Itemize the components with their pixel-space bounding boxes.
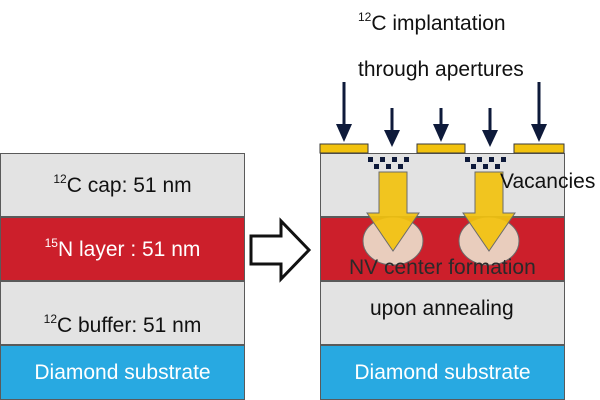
- vacancy-dot: [404, 157, 409, 162]
- implant-mask: [319, 143, 565, 154]
- left-substrate-layer: Diamond substrate: [0, 345, 245, 400]
- vacancy-dot: [465, 157, 470, 162]
- implantation-title-line1: 12C implantation: [358, 10, 506, 35]
- vacancy-dot: [489, 157, 494, 162]
- vacancy-dots: [368, 157, 506, 169]
- vacancy-dot: [380, 157, 385, 162]
- left-cap-label: 12C cap: 51 nm: [53, 172, 192, 197]
- left-n-layer-label: 15N layer : 51 nm: [44, 236, 201, 261]
- mask-segment: [319, 143, 369, 154]
- vacancies-label: Vacancies: [500, 170, 596, 193]
- vacancy-dot: [501, 157, 506, 162]
- left-buffer-label: 12C buffer: 51 nm: [43, 312, 202, 337]
- nv-center-formation-label: NV center formation: [349, 256, 536, 279]
- vacancy-dot: [386, 164, 391, 169]
- vacancy-dot: [495, 164, 500, 169]
- vacancy-dot: [477, 157, 482, 162]
- vacancy-dot: [471, 164, 476, 169]
- diffusion-arrow: [366, 171, 420, 252]
- ion-arrow-head: [531, 124, 547, 142]
- ion-arrow-head: [482, 130, 498, 147]
- right-substrate-label: Diamond substrate: [354, 361, 531, 384]
- ion-arrow-head: [433, 124, 449, 142]
- vacancy-dot: [398, 164, 403, 169]
- ion-arrow-head: [384, 130, 400, 147]
- right-buffer-layer: [320, 281, 565, 345]
- ion-arrow-head: [336, 124, 352, 142]
- annealing-label: upon annealing: [370, 297, 514, 320]
- left-n-layer: 15N layer : 51 nm: [0, 217, 245, 281]
- right-n-layer: [320, 217, 565, 281]
- diffusion-arrows: [366, 171, 516, 252]
- implantation-title-line2: through apertures: [358, 58, 524, 81]
- vacancy-dot: [392, 157, 397, 162]
- transition-arrow-icon: [249, 217, 312, 283]
- left-buffer-layer: 12C buffer: 51 nm: [0, 281, 245, 345]
- vacancy-dot: [368, 157, 373, 162]
- diffusion-arrow: [462, 171, 516, 252]
- implantation-arrows: [336, 82, 547, 147]
- mask-segment: [513, 143, 565, 154]
- left-substrate-label: Diamond substrate: [34, 361, 211, 384]
- mask-segment: [416, 143, 466, 154]
- left-cap-layer: 12C cap: 51 nm: [0, 153, 245, 217]
- right-substrate-layer: Diamond substrate: [320, 345, 565, 400]
- vacancy-dot: [374, 164, 379, 169]
- vacancy-dot: [483, 164, 488, 169]
